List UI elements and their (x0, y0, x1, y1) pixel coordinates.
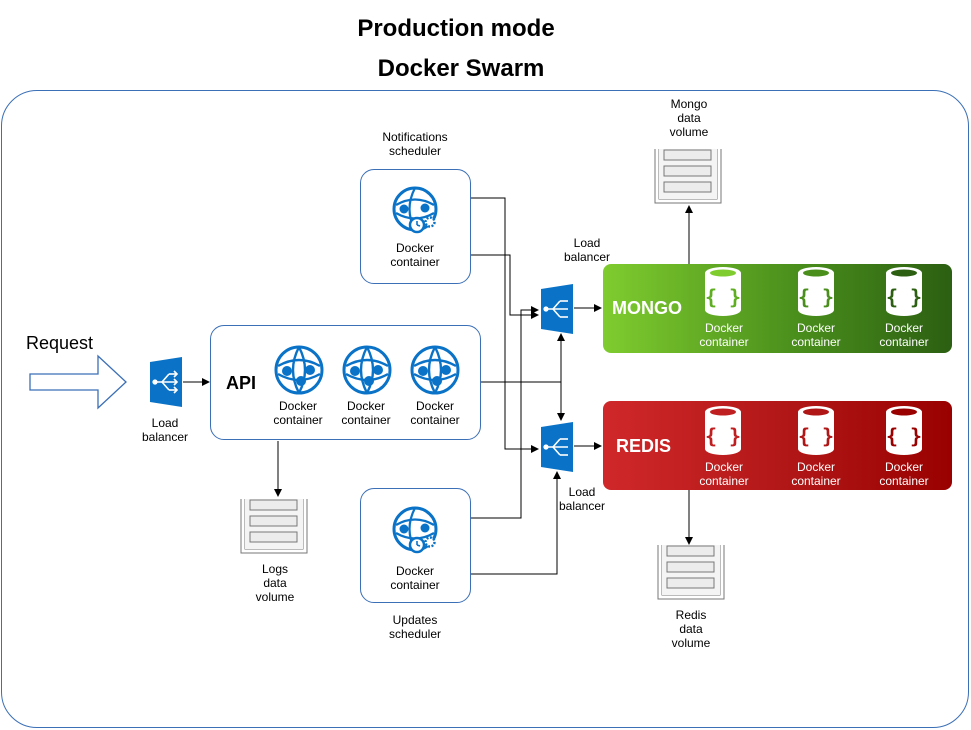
svg-text:{ }: { } (886, 285, 922, 309)
database-cylinder-icon: { } (798, 406, 834, 455)
redis-container-label: Docker container (699, 460, 749, 488)
svg-text:{ }: { } (705, 424, 741, 448)
database-cylinder-icon: { } (886, 406, 922, 455)
mongo-container-label: Docker container (791, 321, 841, 349)
redis-title: REDIS (616, 436, 672, 456)
notifications-container-label: Docker container (390, 241, 440, 269)
api-container-label: Docker container (410, 399, 460, 427)
updates-container-label: Docker container (390, 564, 440, 592)
mongo-load-balancer-label: Load balancer (563, 236, 611, 264)
load-balancer-icon (541, 284, 573, 334)
load-balancer-icon (150, 357, 182, 407)
mongo-container-label: Docker container (879, 321, 929, 349)
request-arrow-icon (29, 354, 127, 410)
redis-load-balancer-label: Load balancer (558, 485, 606, 513)
mongo-title: MONGO (612, 298, 682, 318)
docker-container-icon (410, 345, 460, 395)
storage-volume-icon (240, 499, 308, 554)
docker-container-icon (342, 345, 392, 395)
updates-scheduler-title: Updates scheduler (388, 613, 442, 641)
mongo-container-label: Docker container (699, 321, 749, 349)
database-cylinder-icon: { } (705, 406, 741, 455)
api-container-label: Docker container (341, 399, 391, 427)
svg-text:{ }: { } (886, 424, 922, 448)
database-cylinder-icon: { } (798, 267, 834, 316)
api-title: API (226, 373, 257, 393)
notifications-scheduler-title: Notifications scheduler (382, 130, 448, 158)
api-container-label: Docker container (273, 399, 323, 427)
request-label: Request (26, 333, 94, 353)
scheduled-container-icon (392, 506, 438, 554)
svg-text:{ }: { } (798, 285, 834, 309)
storage-volume-icon (657, 545, 725, 600)
page-title: Production mode (357, 15, 555, 42)
load-balancer-icon (541, 422, 573, 472)
svg-text:{ }: { } (798, 424, 834, 448)
scheduled-container-icon (392, 186, 438, 234)
svg-text:{ }: { } (705, 285, 741, 309)
database-cylinder-icon: { } (705, 267, 741, 316)
redis-container-label: Docker container (879, 460, 929, 488)
docker-swarm-boundary (1, 90, 969, 728)
docker-container-icon (274, 345, 324, 395)
mongo-volume-label: Mongo data volume (669, 97, 709, 139)
redis-container-label: Docker container (791, 460, 841, 488)
database-cylinder-icon: { } (886, 267, 922, 316)
redis-volume-label: Redis data volume (671, 608, 711, 650)
storage-volume-icon (654, 149, 722, 204)
swarm-title: Docker Swarm (377, 55, 545, 82)
logs-volume-label: Logs data volume (255, 562, 295, 604)
entry-load-balancer-label: Load balancer (141, 416, 189, 444)
